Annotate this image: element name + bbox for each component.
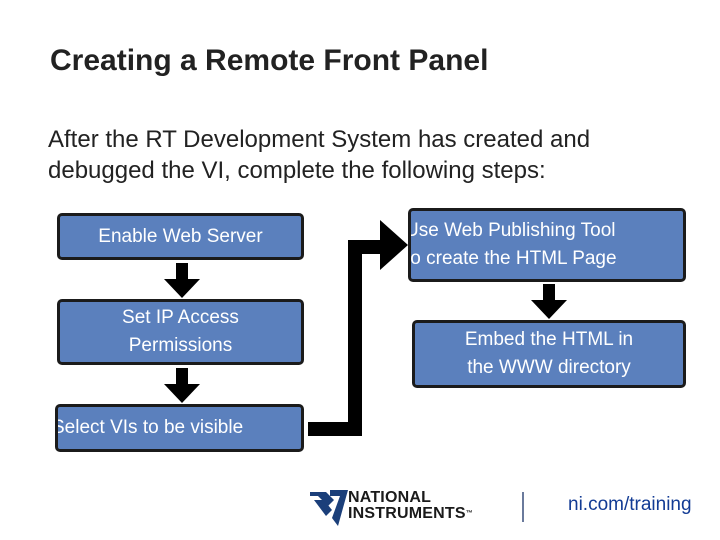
logo-line2: INSTRUMENTS™ <box>348 505 473 522</box>
step-embed-html: Embed the HTML in the WWW directory <box>412 320 686 388</box>
footer-url-link[interactable]: ni.com/training <box>568 494 692 515</box>
down-arrow-icon <box>164 368 200 403</box>
step-embed-html-line1: Embed the HTML in <box>464 329 634 350</box>
step-enable-web-server-label: Enable Web Server <box>98 225 263 247</box>
intro-text: After the RT Development System has crea… <box>48 126 591 184</box>
down-arrow-icon <box>531 284 567 319</box>
connector-arrow-icon <box>308 220 408 436</box>
logo-line1: NATIONAL <box>348 489 432 506</box>
step-web-publishing-line2: to create the HTML Page <box>408 248 617 269</box>
step-set-ip-access-line2: Permissions <box>128 335 233 356</box>
step-web-publishing-line1: Use Web Publishing Tool <box>408 220 616 241</box>
step-set-ip-access: Set IP Access Permissions <box>57 299 304 365</box>
step-embed-html-line2: the WWW directory <box>467 357 631 378</box>
slide-title: Creating a Remote Front Panel <box>50 44 489 77</box>
national-instruments-logo: NATIONAL INSTRUMENTS™ <box>348 490 473 522</box>
footer-divider <box>522 492 524 522</box>
step-web-publishing-tool: Use Web Publishing Tool to create the HT… <box>408 208 686 282</box>
step-enable-web-server: Enable Web Server <box>57 213 304 260</box>
down-arrow-icon <box>164 263 200 298</box>
national-instruments-eagle-icon <box>310 490 348 526</box>
step-select-vis-label: Select VIs to be visible <box>55 417 244 438</box>
step-set-ip-access-line1: Set IP Access <box>122 307 239 328</box>
step-select-vis: Select VIs to be visible <box>55 404 304 452</box>
